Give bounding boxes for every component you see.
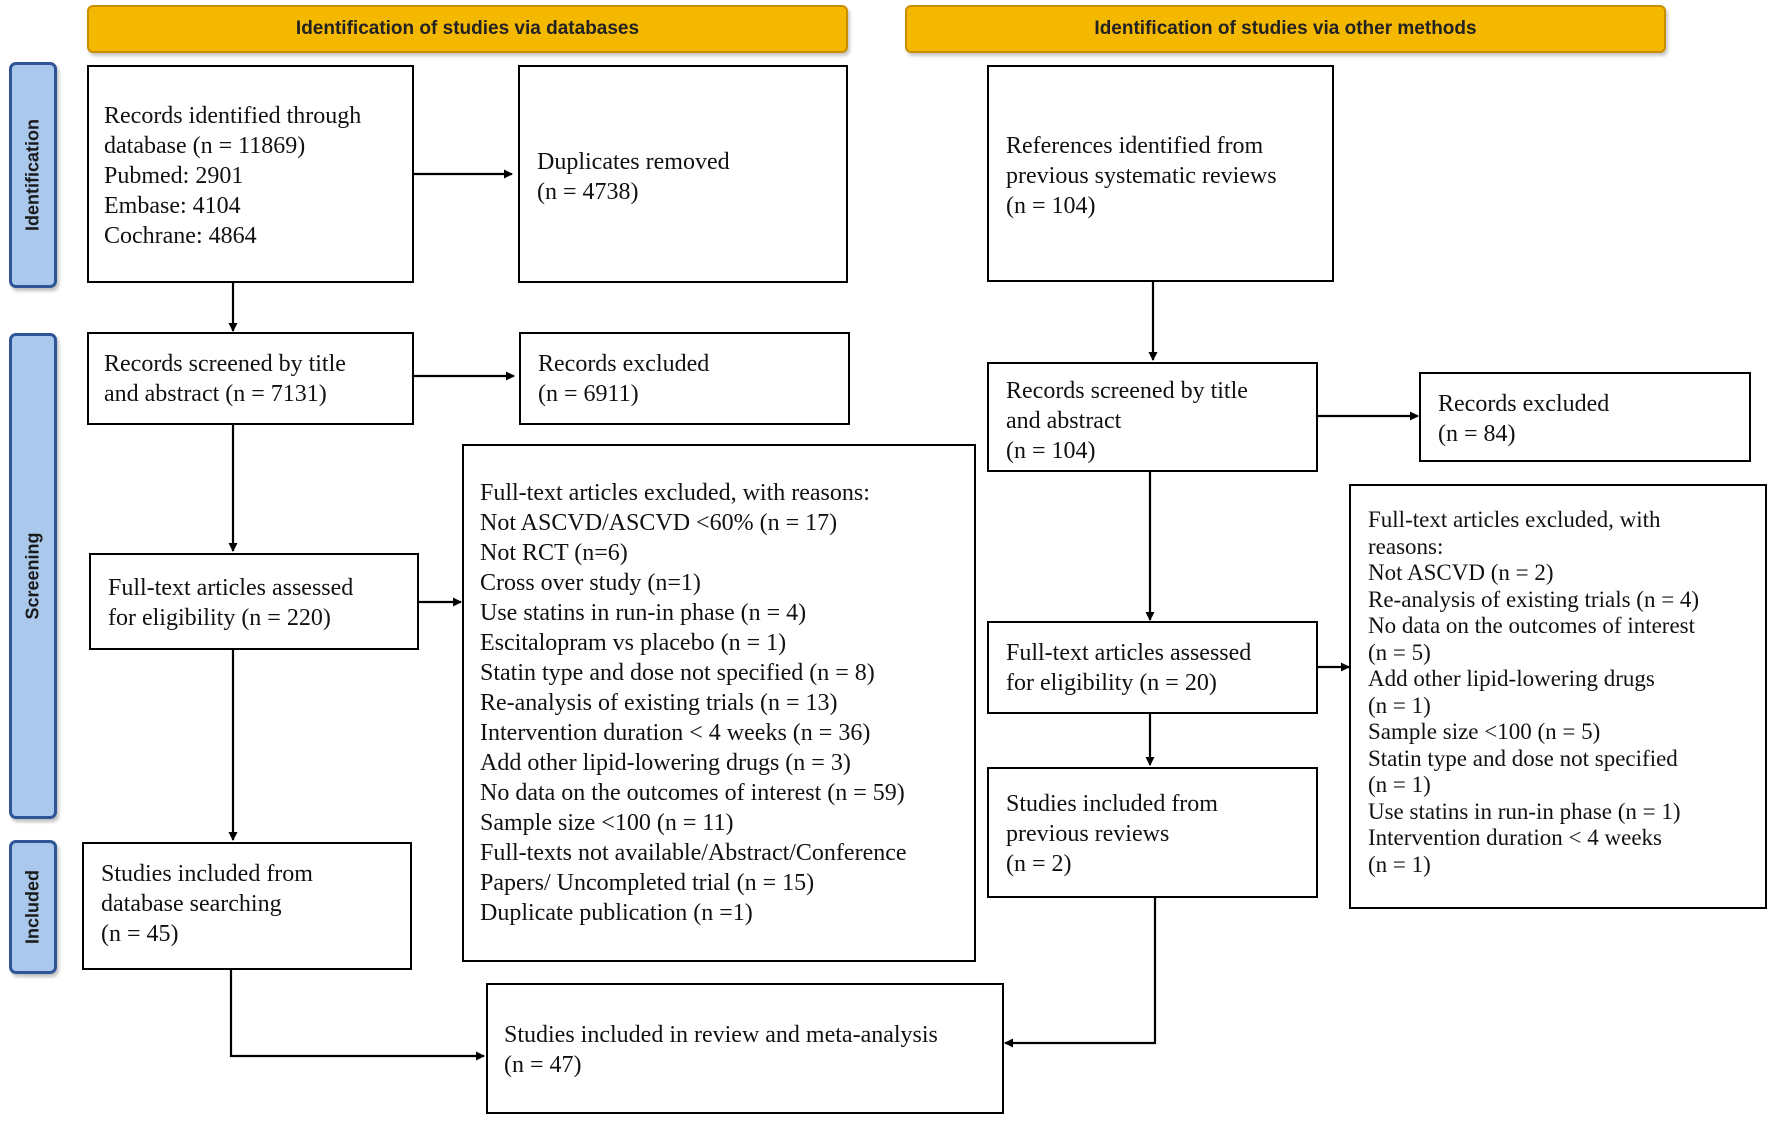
box-line: Re-analysis of existing trials (n = 4) xyxy=(1368,586,1700,612)
box-line: Studies included in review and meta-anal… xyxy=(504,1022,938,1048)
box-line: Escitalopram vs placebo (n = 1) xyxy=(480,630,787,656)
box-line: (n = 47) xyxy=(504,1052,582,1078)
box-line: Not RCT (n=6) xyxy=(480,540,628,566)
box-line: Full-text articles excluded, with xyxy=(1368,507,1661,532)
other-fulltext-excluded-box: Full-text articles excluded, with reason… xyxy=(1349,484,1767,909)
box-line: Duplicate publication (n =1) xyxy=(480,900,753,926)
final-included-box: Studies included in review and meta-anal… xyxy=(486,983,1004,1114)
box-line: Sample size <100 (n = 11) xyxy=(480,810,734,836)
phase-included: Included xyxy=(9,840,57,974)
box-line: Full-text articles assessed xyxy=(108,575,354,601)
box-line: (n = 2) xyxy=(1006,851,1072,877)
box-line: (n = 104) xyxy=(1006,438,1096,464)
other-references-identified-box: References identified from previous syst… xyxy=(987,65,1334,282)
box-line: Records excluded xyxy=(1438,391,1610,417)
box-line: (n = 1) xyxy=(1368,851,1431,877)
box-line: previous reviews xyxy=(1006,821,1170,847)
box-line: (n = 1) xyxy=(1368,692,1431,718)
phase-screening: Screening xyxy=(9,333,57,819)
header-other-methods-label: Identification of studies via other meth… xyxy=(1094,18,1477,39)
box-line: (n = 45) xyxy=(101,921,179,947)
box-line: (n = 1) xyxy=(1368,772,1431,797)
box-line: and abstract (n = 7131) xyxy=(104,381,327,407)
header-other-methods: Identification of studies via other meth… xyxy=(905,5,1666,53)
box-line: Records identified through xyxy=(104,103,362,129)
other-studies-included-box: Studies included from previous reviews (… xyxy=(987,767,1318,898)
box-line: Intervention duration < 4 weeks xyxy=(1368,825,1663,850)
box-line: Records screened by title xyxy=(1006,378,1248,404)
db-studies-included-box: Studies included from database searching… xyxy=(82,842,412,970)
box-line: Statin type and dose not specified xyxy=(1368,745,1678,771)
box-line: Use statins in run-in phase (n = 4) xyxy=(480,600,807,626)
box-line: Sample size <100 (n = 5) xyxy=(1368,719,1601,744)
db-fulltext-excluded-box: Full-text articles excluded, with reason… xyxy=(462,444,976,962)
header-databases: Identification of studies via databases xyxy=(87,5,848,53)
box-line: Full-texts not available/Abstract/Confer… xyxy=(480,840,907,866)
box-line: Use statins in run-in phase (n = 1) xyxy=(1368,798,1681,824)
box-line: Papers/ Uncompleted trial (n = 15) xyxy=(480,870,815,896)
other-records-excluded-box: Records excluded (n = 84) xyxy=(1419,372,1751,462)
box-line: for eligibility (n = 220) xyxy=(108,605,331,631)
arrow-db-included-to-final xyxy=(229,970,485,1061)
box-line: database (n = 11869) xyxy=(104,133,306,159)
box-line: (n = 84) xyxy=(1438,421,1516,447)
box-line: Add other lipid-lowering drugs xyxy=(1368,666,1655,691)
box-line: reasons: xyxy=(1368,533,1444,559)
box-line: database searching xyxy=(101,891,282,917)
box-line: previous systematic reviews xyxy=(1006,163,1277,189)
box-line: Cross over study (n=1) xyxy=(480,570,701,596)
db-records-identified-box: Records identified through database (n =… xyxy=(87,65,414,283)
db-fulltext-assessed-box: Full-text articles assessed for eligibil… xyxy=(89,553,419,650)
phase-identification: Identification xyxy=(9,62,57,288)
other-fulltext-assessed-box: Full-text articles assessed for eligibil… xyxy=(987,621,1318,714)
box-line: Embase: 4104 xyxy=(104,193,241,219)
db-duplicates-removed-box: Duplicates removed (n = 4738) xyxy=(518,65,848,283)
box-line: Records excluded xyxy=(538,351,710,377)
box-line: No data on the outcomes of interest xyxy=(1368,613,1696,638)
other-records-screened-box: Records screened by title and abstract (… xyxy=(987,362,1318,472)
box-line: Intervention duration < 4 weeks (n = 36) xyxy=(480,720,871,746)
box-line: No data on the outcomes of interest (n =… xyxy=(480,780,905,806)
box-line: for eligibility (n = 20) xyxy=(1006,670,1217,696)
box-line: (n = 4738) xyxy=(537,179,639,205)
box-line: (n = 5) xyxy=(1368,639,1431,665)
box-line: Studies included from xyxy=(101,861,313,887)
db-records-excluded-box: Records excluded (n = 6911) xyxy=(519,332,850,425)
box-line: References identified from xyxy=(1006,133,1264,159)
db-records-screened-box: Records screened by title and abstract (… xyxy=(87,332,414,425)
box-line: Full-text articles assessed xyxy=(1006,640,1252,666)
box-line: Duplicates removed xyxy=(537,149,730,175)
box-line: Statin type and dose not specified (n = … xyxy=(480,660,875,686)
box-line: Add other lipid-lowering drugs (n = 3) xyxy=(480,750,851,776)
header-databases-label: Identification of studies via databases xyxy=(295,18,640,39)
box-line: (n = 104) xyxy=(1006,193,1096,219)
box-line: Not ASCVD/ASCVD <60% (n = 17) xyxy=(480,510,838,536)
box-line: Re-analysis of existing trials (n = 13) xyxy=(480,690,838,716)
box-line: Records screened by title xyxy=(104,351,346,377)
box-line: Studies included from xyxy=(1006,791,1218,817)
box-line: Cochrane: 4864 xyxy=(104,223,257,249)
box-line: Pubmed: 2901 xyxy=(104,163,244,189)
box-line: Full-text articles excluded, with reason… xyxy=(480,480,870,506)
arrow-other-included-to-final xyxy=(1004,898,1157,1048)
box-line: Not ASCVD (n = 2) xyxy=(1368,560,1554,585)
box-line: and abstract xyxy=(1006,408,1122,434)
box-line: (n = 6911) xyxy=(538,381,639,407)
